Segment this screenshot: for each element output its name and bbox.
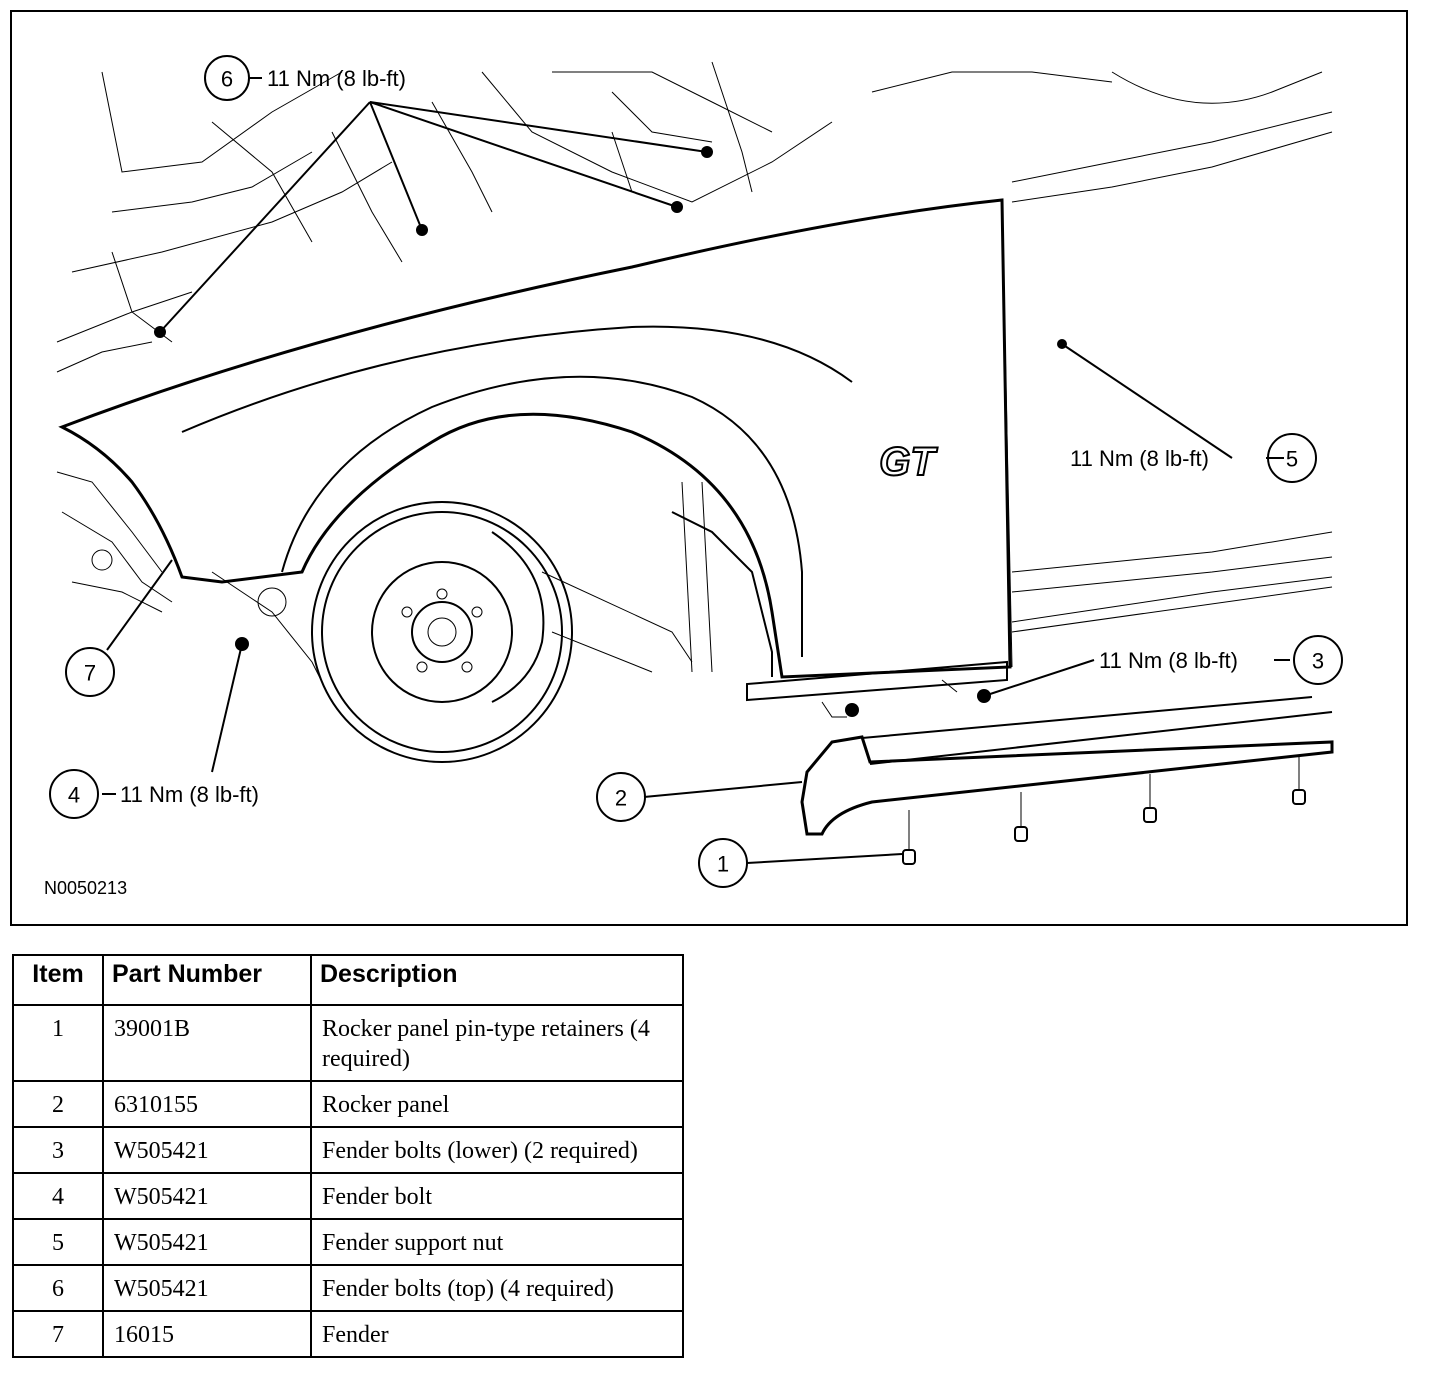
part-number-cell: 6310155 — [102, 1080, 312, 1128]
table-row: 2 6310155 Rocker panel — [12, 1080, 684, 1128]
pin-retainer — [1292, 757, 1306, 805]
table-header-row: Item Part Number Description — [12, 954, 684, 1006]
callout-1: 1 — [698, 838, 748, 888]
part-number-cell: W505421 — [102, 1172, 312, 1220]
fender-lower-bolt — [845, 703, 859, 717]
callout-7: 7 — [65, 647, 115, 697]
callout-number: 6 — [221, 67, 233, 92]
callout-number: 7 — [84, 661, 96, 686]
item-cell: 6 — [12, 1264, 104, 1312]
exploded-view-figure: GT — [10, 10, 1408, 926]
description-cell: Fender bolts (lower) (2 required) — [310, 1126, 684, 1174]
description-cell: Fender — [310, 1310, 684, 1358]
callout-4: 4 11 Nm (8 lb-ft) — [49, 769, 259, 819]
part-number-cell: W505421 — [102, 1264, 312, 1312]
table-row: 6 W505421 Fender bolts (top) (4 required… — [12, 1264, 684, 1312]
callout-number: 2 — [615, 786, 627, 811]
callout-3: 11 Nm (8 lb-ft) 3 — [1099, 635, 1343, 685]
part-number-cell: W505421 — [102, 1218, 312, 1266]
pin-retainer — [902, 810, 916, 865]
description-cell: Fender support nut — [310, 1218, 684, 1266]
pin-retainer — [1014, 792, 1028, 842]
callout-number: 1 — [717, 852, 729, 877]
item-cell: 1 — [12, 1004, 104, 1082]
leader-lines — [102, 101, 1290, 864]
description-cell: Rocker panel pin-type retainers (4 requi… — [310, 1004, 684, 1082]
description-cell: Rocker panel — [310, 1080, 684, 1128]
engine-bay-background — [56, 61, 1333, 613]
callout-torque: 11 Nm (8 lb-ft) — [120, 782, 259, 807]
item-cell: 5 — [12, 1218, 104, 1266]
item-cell: 2 — [12, 1080, 104, 1128]
table-row: 1 39001B Rocker panel pin-type retainers… — [12, 1004, 684, 1082]
part-number-cell: 39001B — [102, 1004, 312, 1082]
rocker-panel — [800, 696, 1334, 836]
item-cell: 3 — [12, 1126, 104, 1174]
figure-id: N0050213 — [44, 878, 127, 898]
header-part-number: Part Number — [102, 954, 312, 1006]
description-cell: Fender bolts (top) (4 required) — [310, 1264, 684, 1312]
parts-table: Item Part Number Description 1 39001B Ro… — [12, 954, 684, 1358]
callout-torque: 11 Nm (8 lb-ft) — [1099, 648, 1238, 673]
item-cell: 4 — [12, 1172, 104, 1220]
header-description: Description — [310, 954, 684, 1006]
item-cell: 7 — [12, 1310, 104, 1358]
part-number-cell: 16015 — [102, 1310, 312, 1358]
wheel-liner — [671, 481, 773, 677]
table-row: 3 W505421 Fender bolts (lower) (2 requir… — [12, 1126, 684, 1174]
callout-number: 4 — [68, 783, 80, 808]
pin-retainer — [1143, 774, 1157, 823]
table-row: 7 16015 Fender — [12, 1310, 684, 1358]
callout-6: 6 11 Nm (8 lb-ft) — [204, 55, 406, 101]
header-item: Item — [12, 954, 104, 1006]
gt-emblem: GT — [878, 439, 939, 485]
description-cell: Fender bolt — [310, 1172, 684, 1220]
fender — [58, 198, 1013, 679]
fender-diagram: GT — [44, 55, 1343, 898]
wheel-hub-assembly — [211, 501, 693, 763]
callout-number: 3 — [1312, 649, 1324, 674]
body-side-sill — [1011, 531, 1333, 633]
table-row: 5 W505421 Fender support nut — [12, 1218, 684, 1266]
lower-mount-bracket — [746, 660, 1008, 718]
callout-torque: 11 Nm (8 lb-ft) — [1070, 446, 1209, 471]
callout-torque: 11 Nm (8 lb-ft) — [267, 66, 406, 91]
callout-2: 2 — [596, 772, 646, 822]
part-number-cell: W505421 — [102, 1126, 312, 1174]
pin-retainers — [902, 757, 1306, 865]
callout-5: 11 Nm (8 lb-ft) 5 — [1070, 433, 1317, 483]
table-row: 4 W505421 Fender bolt — [12, 1172, 684, 1220]
gt-emblem-text: GT — [879, 440, 938, 484]
callout-number: 5 — [1286, 447, 1298, 472]
